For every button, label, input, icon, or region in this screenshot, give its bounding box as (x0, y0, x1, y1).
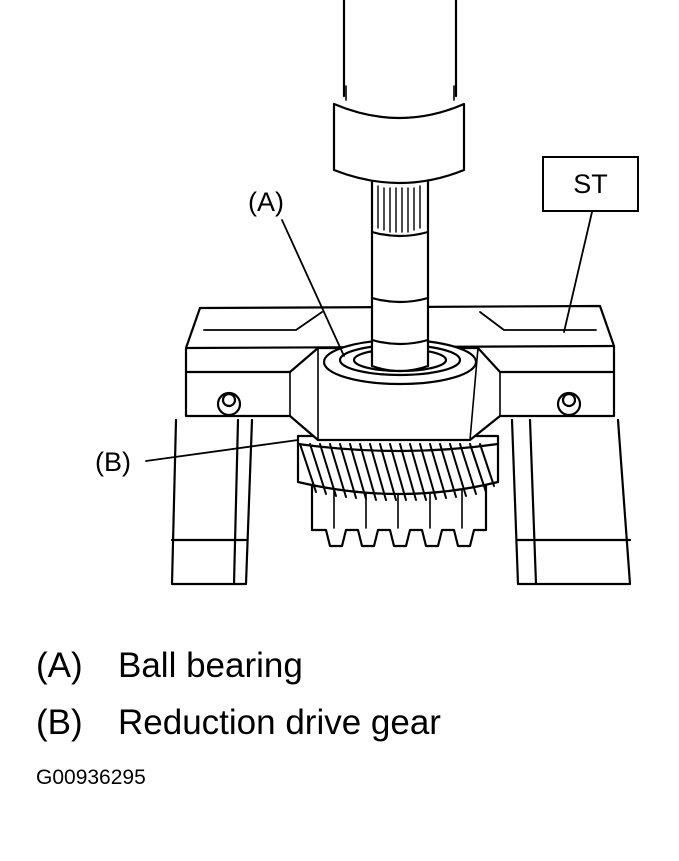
legend-key: (A) (36, 646, 83, 685)
shaft (370, 180, 430, 373)
callout-label-b: (B) (95, 447, 131, 477)
legend-key: (B) (36, 703, 83, 742)
leader-line-a (281, 219, 345, 357)
leader-line-st (563, 211, 593, 333)
legend-item-b: (B) Reduction drive gear (36, 705, 441, 740)
leader-line-b (145, 439, 299, 462)
figure-code: G00936295 (36, 766, 146, 789)
legend-text: Reduction drive gear (118, 703, 441, 742)
press-stand (170, 418, 632, 586)
callout-label-a: (A) (248, 187, 284, 217)
press-ram (332, 0, 466, 185)
press-out-illustration (145, 0, 632, 586)
legend-text: Ball bearing (118, 646, 303, 685)
reduction-drive-gear (296, 434, 500, 501)
legend-item-a: (A) Ball bearing (36, 648, 303, 683)
callout-label-st: ST (542, 156, 639, 212)
leader-lines (145, 211, 593, 462)
